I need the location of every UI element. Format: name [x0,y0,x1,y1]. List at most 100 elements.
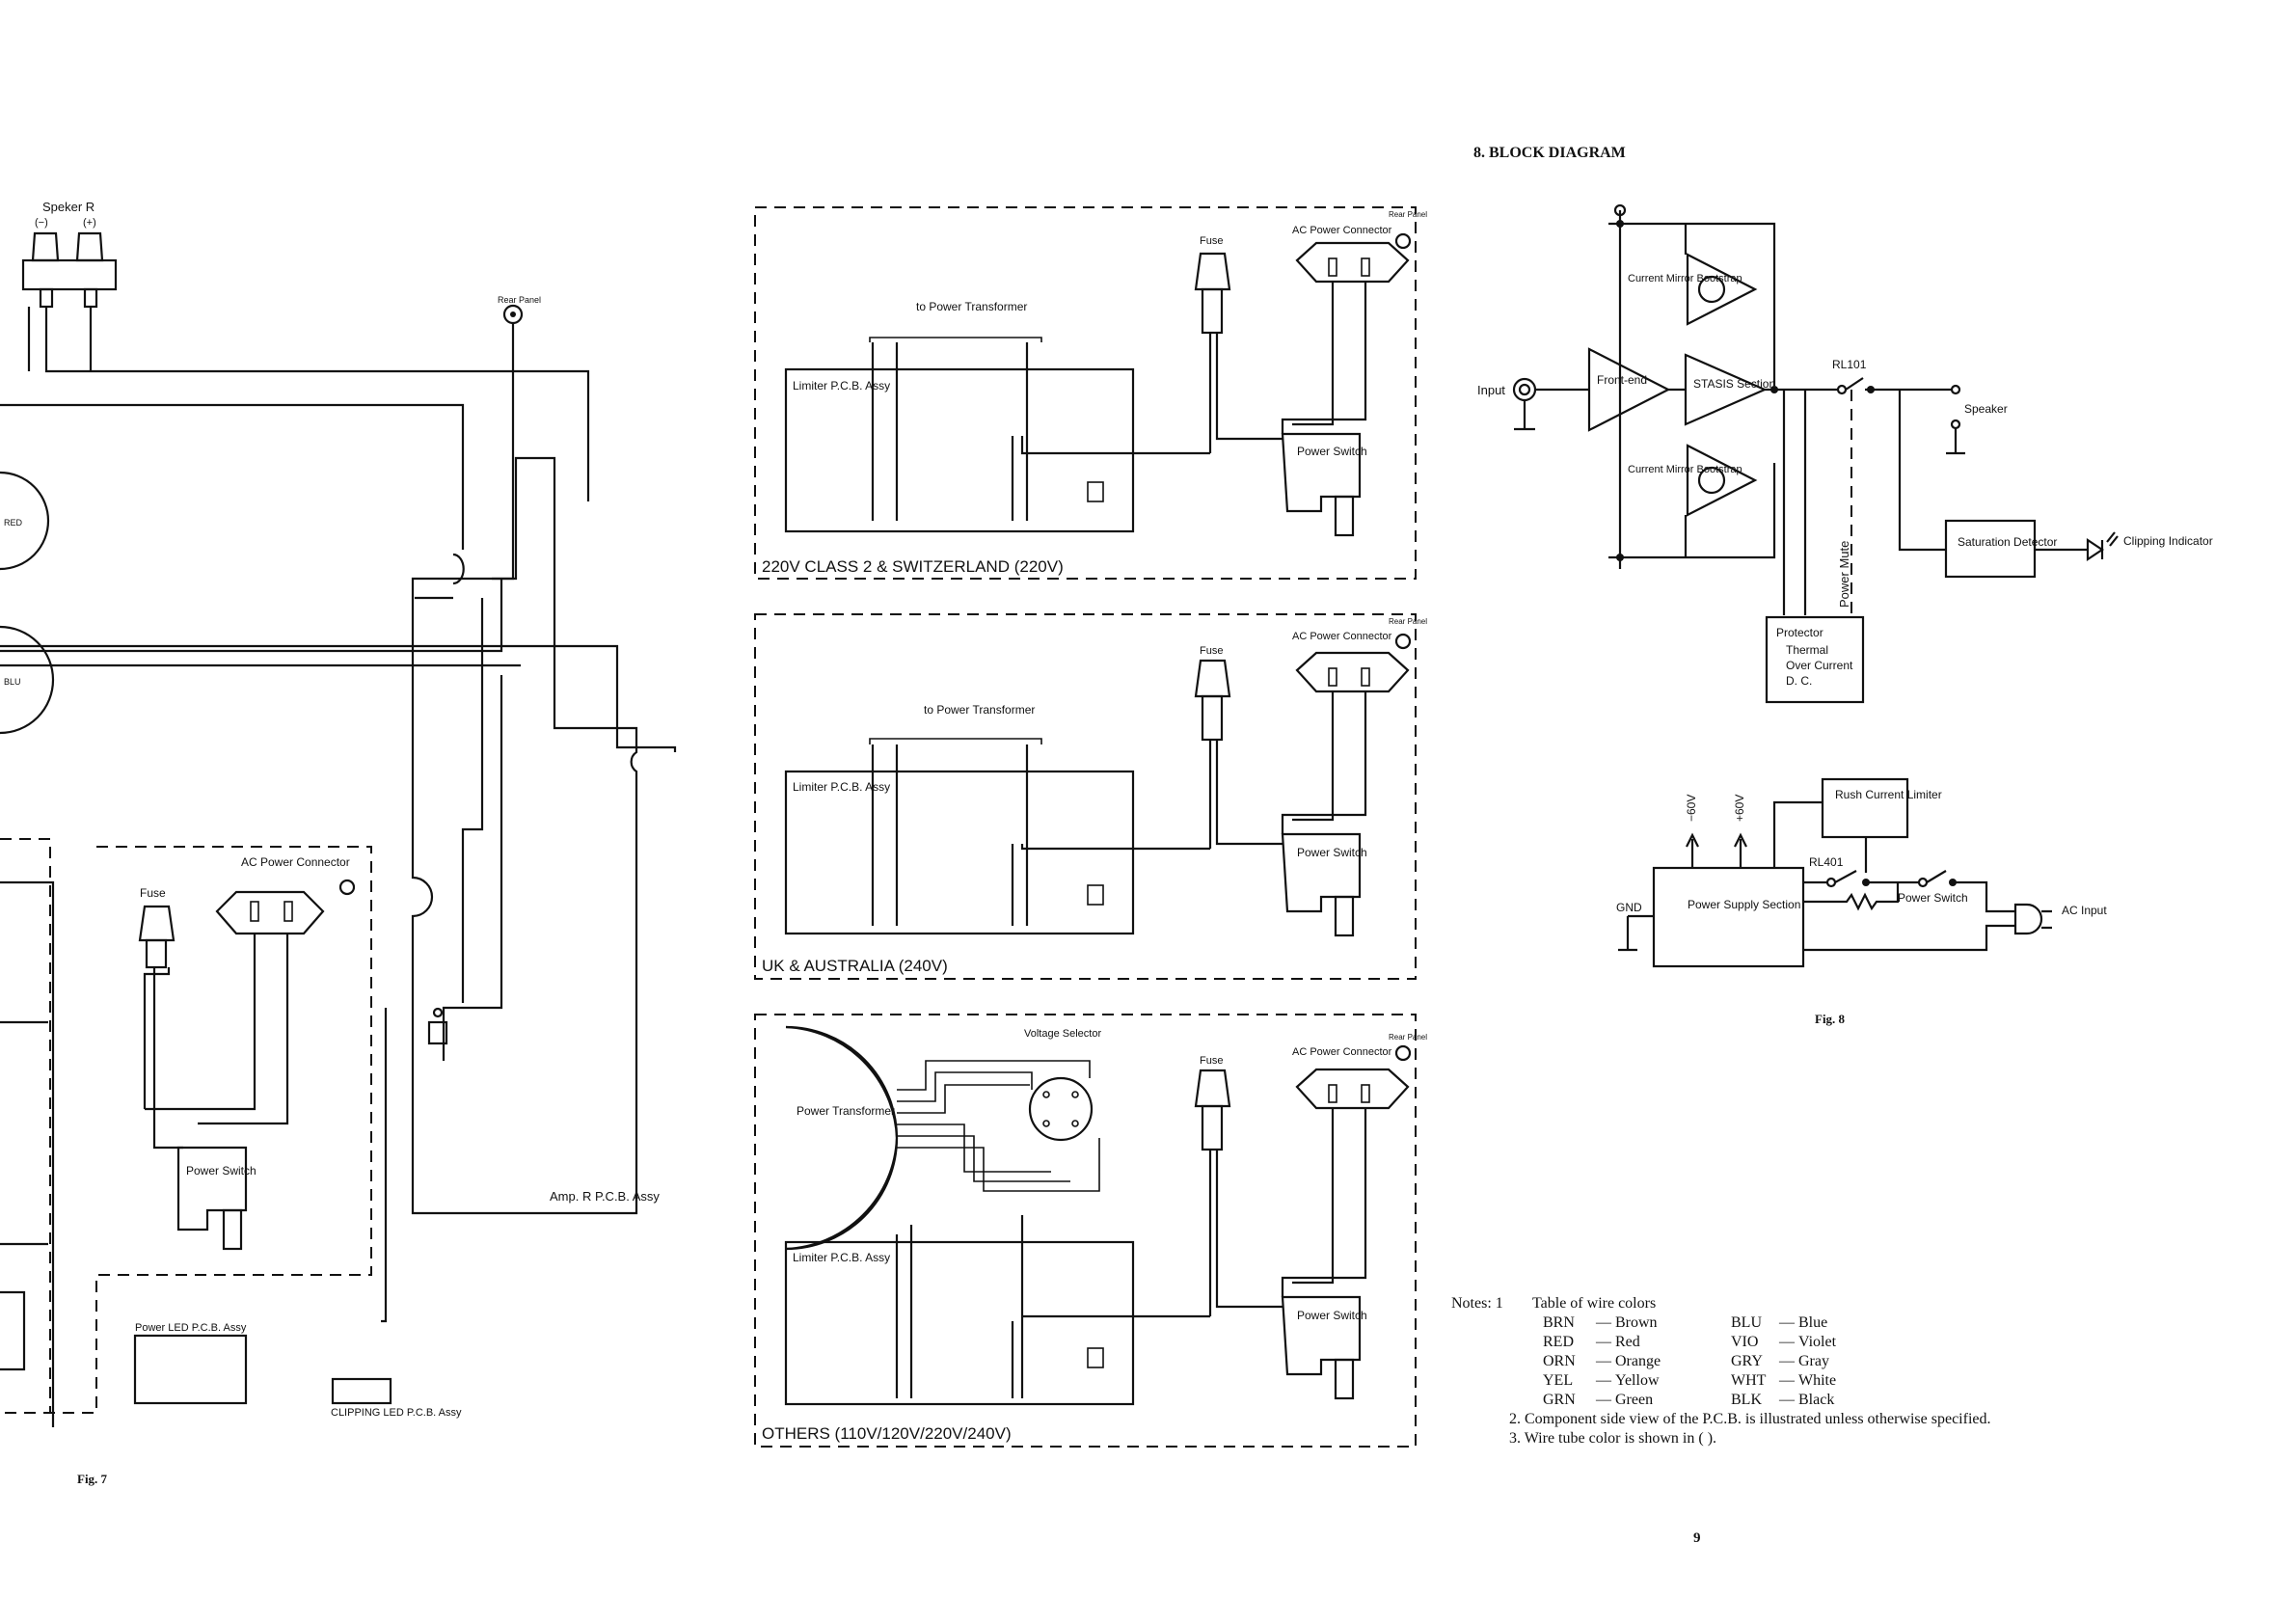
color-code: VIO [1731,1334,1758,1350]
page-number: 9 [1693,1530,1701,1546]
saturation-label: Saturation Detector [1958,535,2057,549]
power-transformer-label: Power Transformer [797,1104,895,1118]
svg-text:BLU: BLU [4,677,21,687]
ps-power-switch-label: Power Switch [1898,891,1968,905]
color-name: Blue [1798,1314,1827,1331]
protector-label: Protector [1776,626,1823,639]
power-supply-label: Power Supply Section [1688,898,1800,911]
note-2: 2. Component side view of the P.C.B. is … [1509,1411,1991,1427]
notes-table-title: Table of wire colors [1532,1295,1656,1312]
wire-color-table: BRN — Brown RED — Red ORN — Orange YEL —… [1543,1314,1837,1408]
variant-title: UK & AUSTRALIA (240V) [762,957,948,975]
fig7-ac-connector-label: AC Power Connector [241,855,350,869]
color-code: WHT [1731,1372,1767,1389]
protector-item: D. C. [1786,674,1812,688]
gnd-label: GND [1616,901,1642,914]
svg-text:—: — [1595,1314,1612,1331]
svg-text:—: — [1595,1334,1612,1350]
variant-title: OTHERS (110V/120V/220V/240V) [762,1424,1012,1443]
notes-section: Notes: 1 Table of wire colors BRN — Brow… [1451,1295,1991,1447]
rear-panel-label: Rear Panel [1389,1033,1427,1042]
color-code: YEL [1543,1372,1573,1389]
speaker-plus-label: (+) [83,217,96,229]
current-mirror-top-label: Current Mirror Bootstrap [1628,273,1742,284]
ac-connector-icon [1295,1044,1412,1110]
limiter-pcb-label: Limiter P.C.B. Assy [793,780,890,794]
speaker-terminal-icon [21,231,118,309]
color-code: ORN [1543,1353,1576,1369]
fig7-caption: Fig. 7 [77,1472,108,1486]
voltage-selector-label: Voltage Selector [1024,1028,1101,1040]
color-code: BLK [1731,1392,1762,1408]
color-code: BLU [1731,1314,1762,1331]
ac-connector-label: AC Power Connector [1292,1046,1392,1058]
color-name: Red [1615,1334,1640,1350]
current-mirror-top-icon [1686,253,1758,326]
color-code: GRN [1543,1392,1576,1408]
power-supply-box [1652,866,1805,968]
stasis-amp-icon [1684,353,1768,426]
speaker-r-label: Speker R [42,200,95,214]
power-switch-label: Power Switch [1297,1309,1367,1322]
svg-text:—: — [1778,1334,1796,1350]
input-jack-icon [1512,377,1537,431]
fuse-label: Fuse [1200,1055,1223,1067]
color-name: Orange [1615,1353,1661,1369]
speaker-minus-label: (−) [35,217,48,229]
power-switch-label: Power Switch [1297,445,1367,458]
color-name: White [1798,1372,1836,1389]
rear-panel-ground-icon [502,304,524,325]
clipping-led-icon [2086,531,2119,562]
to-power-transformer-label: to Power Transformer [916,300,1027,313]
fig7-fuse-icon [138,905,176,969]
fig7-power-switch-label: Power Switch [186,1164,257,1177]
variant-panel-others: OTHERS (110V/120V/220V/240V) Power Trans… [754,1014,1427,1448]
variant-title: 220V CLASS 2 & SWITZERLAND (220V) [762,557,1064,576]
saturation-detector-box [1944,519,2037,579]
limiter-pcb-label: Limiter P.C.B. Assy [793,1251,890,1264]
block-diagram: 8. BLOCK DIAGRAM Input Front-end Current… [1473,145,2213,1026]
current-mirror-bottom-label: Current Mirror Bootstrap [1628,464,1742,475]
to-power-transformer-label: to Power Transformer [924,703,1035,717]
svg-text:—: — [1595,1392,1612,1408]
fig8-caption: Fig. 8 [1815,1012,1846,1026]
color-name: Yellow [1615,1372,1660,1389]
limiter-pcb-label: Limiter P.C.B. Assy [793,379,890,392]
ac-input-label: AC Input [2062,904,2107,917]
power-led-pcb-label: Power LED P.C.B. Assy [135,1322,247,1334]
ac-connector-icon [1295,232,1412,284]
ac-connector-label: AC Power Connector [1292,225,1392,236]
rl401-label: RL401 [1809,855,1844,869]
svg-text:—: — [1778,1392,1796,1408]
voltage-selector-icon [1028,1076,1094,1142]
clipping-led-pcb-box [331,1377,392,1405]
stasis-label: STASIS Section [1693,377,1775,391]
ac-connector-label: AC Power Connector [1292,631,1392,642]
rear-panel-label: Rear Panel [1389,210,1427,219]
fuse-icon [1194,659,1231,742]
fuse-icon [1194,1069,1231,1151]
svg-text:—: — [1595,1353,1612,1369]
speaker-label: Speaker [1964,402,2008,416]
clipping-indicator-label: Clipping Indicator [2123,534,2213,548]
variant-panel-240v: UK & AUSTRALIA (240V) to Power Transform… [754,613,1427,980]
protector-item: Over Current [1786,659,1853,672]
rl101-label: RL101 [1832,358,1867,371]
input-label: Input [1477,383,1505,397]
svg-text:—: — [1778,1353,1796,1369]
color-name: Gray [1798,1353,1829,1369]
power-switch-icon [1281,1295,1362,1400]
power-switch-label: Power Switch [1297,846,1367,859]
fuse-label: Fuse [1200,645,1223,657]
front-end-amp-icon [1587,347,1671,432]
amp-pcb-label: Amp. R P.C.B. Assy [550,1189,660,1204]
color-name: Black [1798,1392,1834,1408]
fig7-power-switch-icon [176,1146,248,1251]
power-mute-label: Power Mute [1837,541,1851,608]
fig7-wiring-diagram: Speker R (−) (+) Rear Panel RED BLU [0,200,677,1486]
limiter-pcb-box [784,367,1135,533]
color-name: Brown [1615,1314,1658,1331]
rush-label: Rush Current Limiter [1835,788,1942,801]
note-3: 3. Wire tube color is shown in ( ). [1509,1430,1716,1447]
